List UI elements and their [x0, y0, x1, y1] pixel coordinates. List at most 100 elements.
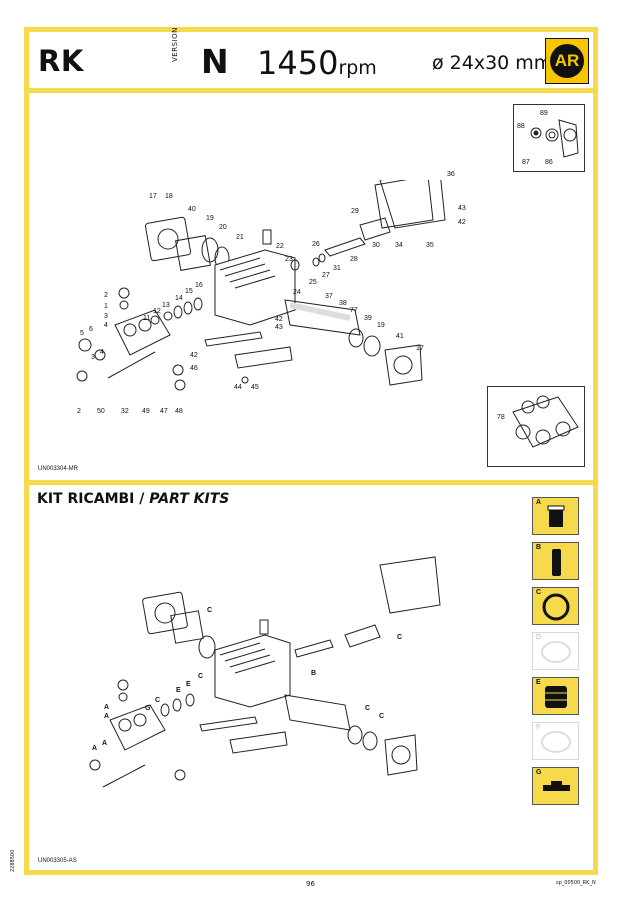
kit-callout: B [311, 670, 317, 677]
part-label: 22 [276, 243, 284, 250]
part-label: 3 [104, 313, 108, 320]
kit-letter: E [536, 679, 541, 686]
part-label: 77 [350, 307, 358, 314]
part-label: 43 [458, 205, 466, 212]
model-name: RK [38, 44, 84, 78]
part-label: 30 [372, 242, 380, 249]
inset-valve-drawing [530, 119, 579, 158]
kit-callout: C [155, 697, 161, 704]
part-label: 25 [309, 279, 317, 286]
part-label: 49 [142, 408, 150, 415]
kit-item-d: D [532, 632, 579, 670]
part-label: 29 [351, 208, 359, 215]
kit-letter: C [536, 589, 542, 596]
kit-view-drawing [89, 556, 441, 788]
header-divider [29, 88, 593, 93]
part-label: 2 [77, 408, 81, 415]
part-label: 18 [165, 193, 173, 200]
part-label: 26 [312, 241, 320, 248]
part-label: 40 [188, 206, 196, 213]
part-label: 15 [185, 288, 193, 295]
speed-value: 1450 [257, 44, 339, 82]
part-label: 2 [104, 292, 108, 299]
kit-callout: E [176, 687, 181, 694]
ring-kit-icon [541, 731, 571, 753]
kit-callout: C [207, 607, 213, 614]
part-label: 24 [293, 289, 301, 296]
o-ring-kit-icon [542, 593, 570, 621]
valve-kit-icon [547, 505, 565, 527]
kit-callout: C [397, 634, 403, 641]
kit-callout: C [365, 705, 371, 712]
part-label: 17 [149, 193, 157, 200]
version-letter: N [201, 42, 229, 81]
logo-text: AR [550, 44, 584, 78]
part-label: 3 [91, 354, 95, 361]
inset-label: 78 [497, 414, 505, 421]
kit-item-e: E [532, 677, 579, 715]
section-divider [29, 480, 593, 485]
part-label: 42 [458, 219, 466, 226]
kit-callout: E [186, 681, 191, 688]
part-label: 48 [175, 408, 183, 415]
part-label: 27 [322, 272, 330, 279]
part-label: 6 [89, 326, 93, 333]
kit-item-b: B [532, 542, 579, 580]
part-label: 4 [104, 322, 108, 329]
inset-manifold-drawing [512, 395, 579, 448]
inset-label: 87 [522, 159, 530, 166]
part-label: 45 [251, 384, 259, 391]
part-label: 34 [395, 242, 403, 249]
part-label: 47 [160, 408, 168, 415]
seal-kit-icon [545, 686, 567, 708]
kit-callout: A [92, 745, 98, 752]
part-label: 28 [350, 256, 358, 263]
kit-drawing-code: UN003305-AS [38, 858, 77, 864]
part-label: 44 [234, 384, 242, 391]
bore-stroke: ø 24x30 mm [432, 52, 553, 74]
kit-letter: A [536, 499, 542, 506]
page-frame [24, 27, 598, 875]
piston-kit-icon [552, 549, 561, 576]
inset-label: 89 [540, 110, 548, 117]
inset-valve-detail: 89 88 87 86 [513, 104, 585, 172]
part-label: 4 [100, 349, 104, 356]
brand-logo: AR [545, 38, 589, 84]
kit-callout: G [145, 705, 151, 712]
kit-callout: A [104, 704, 110, 711]
kits-title: KIT RICAMBI / PART KITS [37, 491, 229, 507]
inset-label: 88 [517, 123, 525, 130]
drawing-code: UN003304-MR [38, 466, 79, 472]
kit-item-g: G [532, 767, 579, 805]
kit-letter: F [536, 724, 541, 731]
side-code: 2288500 [10, 849, 16, 872]
part-label: 11 [143, 315, 151, 322]
kit-letter: G [536, 769, 542, 776]
part-label: 41 [396, 333, 404, 340]
kit-item-f: F [532, 722, 579, 760]
ring-kit-icon [541, 641, 571, 663]
part-label: 36 [447, 171, 455, 178]
part-label: 16 [195, 282, 203, 289]
part-label: 12 [153, 308, 161, 315]
version-caption: VERSION [171, 27, 179, 62]
file-reference: sp_00500_RK_N [556, 880, 596, 886]
kit-callout: C [379, 713, 385, 720]
kit-item-c: C [532, 587, 579, 625]
part-label: 38 [339, 300, 347, 307]
part-label: 46 [190, 365, 198, 372]
part-label: 21 [236, 234, 244, 241]
part-label: 14 [175, 295, 183, 302]
kit-item-a: A [532, 497, 579, 535]
part-label: 1 [104, 303, 108, 310]
part-label: 35 [426, 242, 434, 249]
page-number: 96 [306, 880, 315, 888]
part-label: 32 [121, 408, 129, 415]
shim-kit-icon [543, 781, 570, 791]
part-label: 19 [377, 322, 385, 329]
kit-callout: A [102, 740, 108, 747]
kits-title-italic: PART KITS [149, 491, 230, 507]
inset-label: 86 [545, 159, 553, 166]
part-label: 19 [206, 215, 214, 222]
part-label: 39 [364, 315, 372, 322]
